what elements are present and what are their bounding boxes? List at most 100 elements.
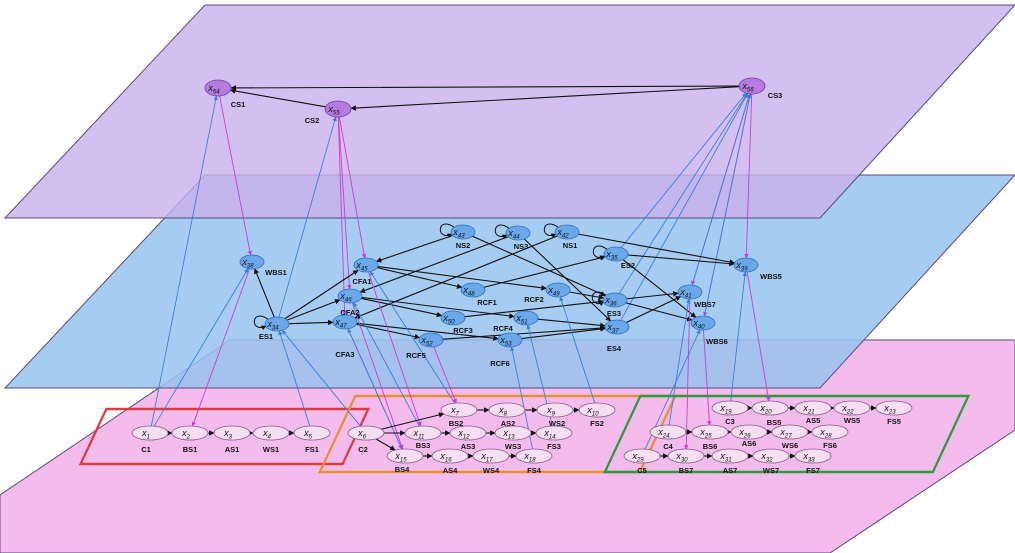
node-shape-x1 [131,425,169,441]
self-loop-x35 [592,245,609,261]
self-loops-layer [253,223,609,331]
node-label-x7: x7 [450,405,460,418]
node-caption-x20: BS5 [767,418,782,427]
node-shape-x26 [730,424,768,440]
node-shape-x19 [711,400,749,416]
node-shape-x38 [239,254,265,270]
edge-x34-x46 [286,299,341,321]
node-shape-x36 [602,292,628,308]
node-caption-x21: AS5 [806,416,821,425]
edge-x55-x54 [229,88,326,108]
node-label-x8: x8 [498,405,508,418]
node-shape-x31 [711,448,749,464]
node-label-x6: x6 [357,428,367,441]
edge-x45-x49 [377,265,547,291]
node-shape-x6 [347,425,385,441]
edge-x35-x56 [620,92,747,248]
node-shape-x4 [252,425,290,441]
node-caption-x2: BS1 [183,445,198,454]
node-label-x3: x3 [223,428,233,441]
node-shape-x25 [691,424,729,440]
node-shape-x50 [440,310,466,326]
bottom-plane [0,339,1015,553]
node-caption-x50: RCF3 [453,326,473,335]
node-label-x9: x9 [546,405,556,418]
node-caption-x23: FS5 [887,417,901,426]
edge-x40-x25 [703,329,712,426]
node-shape-x22 [833,400,871,416]
edge-x55-x45 [338,116,367,259]
node-shape-x39 [733,257,759,273]
node-caption-x56: CS3 [768,91,783,100]
node-caption-x9: WS2 [549,419,565,428]
edge-x45-x11 [367,271,422,427]
node-shape-x9 [536,402,574,418]
node-caption-x55: CS2 [305,116,320,125]
node-caption-x11: BS3 [416,441,431,450]
edge-x54-x38 [219,95,253,256]
edge-x34-x47 [288,319,334,326]
node-caption-x7: BS2 [449,419,464,428]
node-shape-x47 [332,314,358,330]
node-shape-x8 [488,402,526,418]
node-shape-x48 [460,282,486,298]
node-caption-x27: WS6 [782,441,798,450]
